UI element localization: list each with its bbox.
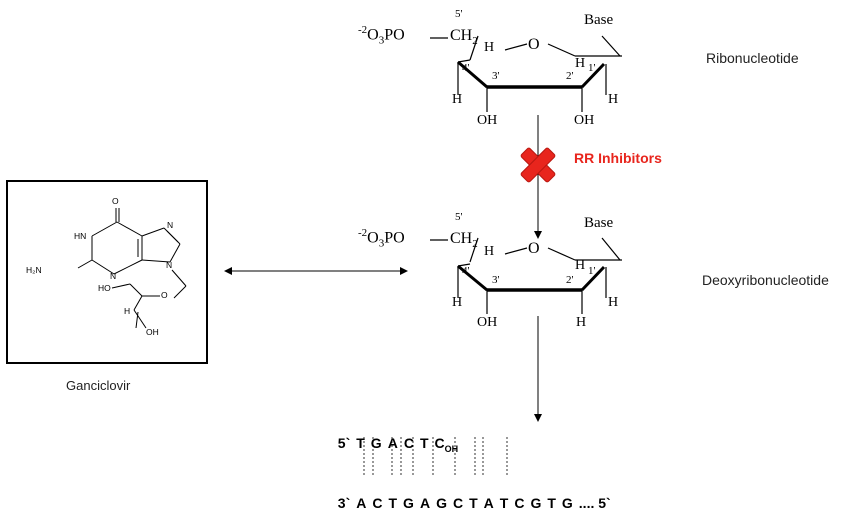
ganciclovir-skeleton bbox=[77, 208, 187, 329]
template-base: A bbox=[356, 495, 367, 511]
deoxy-pos-3: 3' bbox=[492, 274, 500, 286]
ribo-oh-2: OH bbox=[574, 113, 595, 128]
deoxy-pos-5: 5' bbox=[455, 211, 463, 223]
deoxy-phosphate-group: -2O3PO bbox=[358, 227, 405, 250]
template-base: G bbox=[530, 495, 542, 511]
template-base: G bbox=[436, 495, 447, 511]
template-base: T bbox=[469, 495, 478, 511]
template-base: T bbox=[499, 495, 509, 511]
deoxy-h-bottom-right: H bbox=[608, 295, 619, 310]
ganc-ho: HO bbox=[98, 283, 111, 293]
ribo-pos-3: 3' bbox=[492, 70, 500, 82]
ribo-h-1: H bbox=[575, 56, 586, 71]
template-base: T bbox=[388, 495, 398, 511]
ribo-pos-2: 2' bbox=[566, 70, 574, 82]
primer-base: A bbox=[387, 435, 398, 451]
primer-prefix: 5` bbox=[337, 435, 351, 451]
ribo-phosphate-group: -2O3PO bbox=[358, 24, 405, 47]
primer-3-oh: OH bbox=[444, 443, 459, 454]
deoxyribonucleotide-label: Deoxyribonucleotide bbox=[702, 272, 829, 288]
template-base: A bbox=[483, 495, 494, 511]
deoxy-pos-2: 2' bbox=[566, 274, 574, 286]
deoxy-h-bottom-left: H bbox=[452, 295, 463, 310]
ribo-pos-1: 1' bbox=[588, 62, 596, 74]
ribo-ring-oxygen: O bbox=[528, 36, 540, 53]
ganciclovir-label: Ganciclovir bbox=[66, 378, 131, 393]
rr-inhibitors-label: RR Inhibitors bbox=[574, 150, 662, 166]
template-base: G bbox=[403, 495, 414, 511]
deoxy-h-4: H bbox=[484, 244, 495, 259]
deoxy-pos-4: 4' bbox=[462, 265, 470, 277]
template-base: A bbox=[419, 495, 431, 511]
template-prefix: 3` bbox=[337, 495, 351, 511]
ribo-5-carbon: CH2 bbox=[450, 27, 478, 48]
ganc-hn: HN bbox=[74, 231, 87, 241]
primer-base: C bbox=[434, 435, 445, 451]
ribo-h-bottom-left: H bbox=[452, 92, 463, 107]
ganc-n-imidazole: N bbox=[166, 260, 173, 270]
primer-base: T bbox=[419, 435, 429, 451]
ribo-pos-4: 4' bbox=[462, 62, 470, 74]
template-base: G bbox=[561, 495, 573, 511]
deoxy-h-1: H bbox=[575, 258, 586, 273]
ganciclovir-structure-box: O HN N H₂N N N HO O H OH bbox=[6, 180, 208, 364]
template-suffix: .... 5` bbox=[578, 495, 611, 511]
primer-base: T bbox=[356, 435, 365, 451]
ribo-base-label: Base bbox=[584, 12, 614, 28]
primer-base: G bbox=[370, 435, 382, 451]
ganc-n-bottom: N bbox=[110, 271, 117, 281]
template-base: T bbox=[547, 495, 556, 511]
template-base: C bbox=[372, 495, 383, 511]
ganc-h: H bbox=[124, 306, 131, 316]
deoxy-pos-1: 1' bbox=[588, 265, 596, 277]
ganc-o-ether: O bbox=[161, 290, 168, 300]
ganc-h2n: H₂N bbox=[26, 265, 42, 275]
ribo-h-4: H bbox=[484, 40, 495, 55]
ganc-o-top: O bbox=[112, 196, 119, 206]
template-base: C bbox=[452, 495, 464, 511]
deoxy-base-label: Base bbox=[584, 215, 614, 231]
ganc-oh: OH bbox=[146, 327, 159, 337]
template-base: C bbox=[514, 495, 525, 511]
ribo-h-bottom-right: H bbox=[608, 92, 619, 107]
ribonucleotide-label: Ribonucleotide bbox=[706, 50, 799, 66]
ribo-pos-5: 5' bbox=[455, 8, 463, 20]
ganc-n-right: N bbox=[167, 220, 174, 230]
deoxy-ring-oxygen: O bbox=[528, 240, 540, 257]
deoxy-h-2: H bbox=[576, 315, 587, 330]
cross-icon bbox=[520, 147, 556, 183]
deoxy-5-carbon: CH2 bbox=[450, 230, 478, 251]
ribo-oh-3: OH bbox=[477, 113, 498, 128]
primer-base: C bbox=[403, 435, 414, 451]
deoxy-oh-3: OH bbox=[477, 315, 498, 330]
